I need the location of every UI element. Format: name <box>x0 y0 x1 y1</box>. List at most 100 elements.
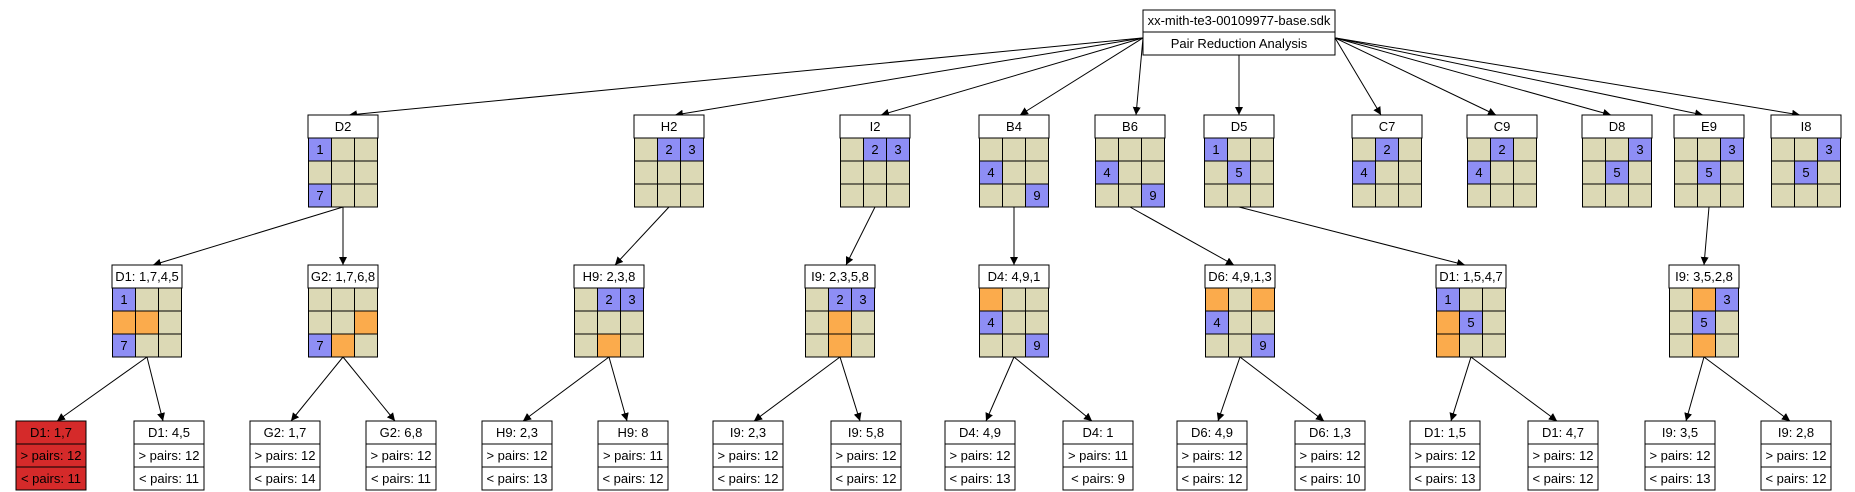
grid-cell <box>1205 333 1229 358</box>
grid-cell <box>1628 183 1652 208</box>
grid-node-d6: D6: 4,9,1,349 <box>1204 264 1276 358</box>
grid-cell <box>158 287 182 312</box>
leaf-greater-pairs: > pairs: 12 <box>1649 448 1710 463</box>
grid-cell <box>1002 333 1026 358</box>
node-label: I8 <box>1801 119 1812 134</box>
leaf-greater-pairs: > pairs: 12 <box>370 448 431 463</box>
grid-cell <box>1227 137 1251 162</box>
leaf-node-l12: D6: 1,3> pairs: 12< pairs: 10 <box>1294 420 1366 491</box>
leaf-less-pairs: < pairs: 13 <box>949 471 1010 486</box>
leaf-less-pairs: < pairs: 11 <box>371 471 431 486</box>
leaf-title: I9: 2,3 <box>730 425 766 440</box>
leaf-greater-pairs: > pairs: 11 <box>1068 448 1128 463</box>
node-label: C7 <box>1379 119 1396 134</box>
grid-cell <box>1794 137 1818 162</box>
cell-digit: 3 <box>1723 292 1730 307</box>
grid-cell <box>331 160 355 185</box>
edge-root-i8 <box>1334 37 1801 118</box>
grid-cell <box>1025 333 1049 358</box>
node-label: D2 <box>335 119 352 134</box>
edge-h2-h9 <box>614 206 670 266</box>
grid-cell <box>863 160 887 185</box>
grid-cell <box>1697 137 1721 162</box>
leaf-greater-pairs: > pairs: 12 <box>138 448 199 463</box>
leaf-title: D4: 4,9 <box>959 425 1001 440</box>
leaf-less-pairs: < pairs: 11 <box>139 471 199 486</box>
grid-node-i9b: I9: 3,5,2,835 <box>1668 264 1740 358</box>
cell-digit: 4 <box>1360 165 1367 180</box>
grid-cell <box>1251 287 1275 312</box>
grid-cell <box>1205 287 1229 312</box>
grid-cell <box>1204 160 1228 185</box>
root-node: xx-mith-te3-00109977-base.sdk Pair Reduc… <box>1142 9 1336 56</box>
grid-cell <box>1398 137 1422 162</box>
edge-h9-l6 <box>608 356 629 422</box>
cell-digit: 7 <box>316 188 323 203</box>
leaf-less-pairs: < pairs: 13 <box>486 471 547 486</box>
edge-d1a-l2 <box>146 356 165 422</box>
grid-cell <box>354 287 378 312</box>
grid-cell <box>1794 183 1818 208</box>
grid-node-d4: D4: 4,9,149 <box>978 264 1050 358</box>
cell-digit: 3 <box>1728 142 1735 157</box>
grid-cell <box>1674 160 1698 185</box>
edge-e9-i9b <box>1700 206 1710 266</box>
grid-cell <box>331 333 355 358</box>
grid-cell <box>1352 183 1376 208</box>
cell-digit: 4 <box>987 315 994 330</box>
grid-cell <box>1692 333 1716 358</box>
grid-cell <box>1228 310 1252 335</box>
grid-cell <box>828 310 852 335</box>
edge-h9-l5 <box>522 356 610 422</box>
grid-cell <box>1513 160 1537 185</box>
grid-cell <box>135 310 159 335</box>
node-label: H2 <box>661 119 678 134</box>
grid-cell <box>354 183 378 208</box>
leaf-less-pairs: < pairs: 13 <box>1414 471 1475 486</box>
grid-cell <box>1490 160 1514 185</box>
grid-cell <box>620 333 644 358</box>
leaf-node-l7: I9: 2,3> pairs: 12< pairs: 12 <box>712 420 784 491</box>
grid-cell <box>1715 333 1739 358</box>
grid-cell <box>828 333 852 358</box>
grid-cell <box>1482 287 1506 312</box>
grid-cell <box>805 333 829 358</box>
leaf-node-l5: H9: 2,3> pairs: 12< pairs: 13 <box>481 420 553 491</box>
leaf-title: D1: 4,7 <box>1542 425 1584 440</box>
grid-cell <box>979 137 1003 162</box>
grid-cell <box>308 160 332 185</box>
grid-cell <box>1467 137 1491 162</box>
grid-cell <box>1095 137 1119 162</box>
edge-root-c9 <box>1334 37 1497 116</box>
grid-cell <box>1251 333 1275 358</box>
grid-cell <box>1467 183 1491 208</box>
edge-i9b-l15 <box>1684 356 1705 422</box>
edge-b6-d6 <box>1129 206 1235 266</box>
grid-cell <box>574 310 598 335</box>
grid-cell <box>135 287 159 312</box>
grid-cell <box>1002 183 1026 208</box>
grid-cell <box>1002 137 1026 162</box>
node-label: D5 <box>1231 119 1248 134</box>
grid-cell <box>1141 160 1165 185</box>
leaf-less-pairs: < pairs: 12 <box>835 471 896 486</box>
grid-cell <box>331 287 355 312</box>
node-label: I9: 2,3,5,8 <box>811 269 869 284</box>
edge-i9b-l16 <box>1703 356 1791 422</box>
grid-cell <box>1002 310 1026 335</box>
edge-g2-l4 <box>342 356 396 422</box>
leaf-greater-pairs: > pairs: 12 <box>486 448 547 463</box>
edge-d4-l10 <box>1013 356 1093 422</box>
grid-cell <box>1025 183 1049 208</box>
grid-cell <box>979 333 1003 358</box>
leaf-node-l3: G2: 1,7> pairs: 12< pairs: 14 <box>249 420 321 491</box>
cell-digit: 3 <box>628 292 635 307</box>
grid-cell <box>1352 137 1376 162</box>
